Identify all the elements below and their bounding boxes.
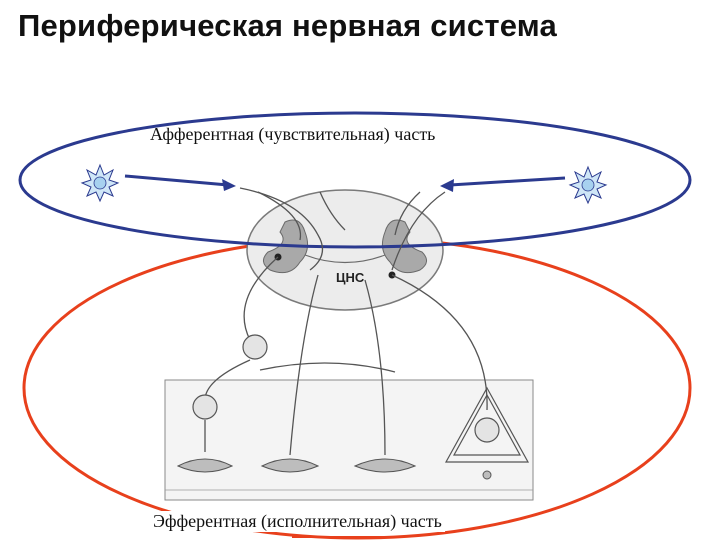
spinal-cord-section — [246, 189, 444, 311]
effector-panel — [164, 379, 534, 501]
afferent-arrows — [124, 174, 566, 192]
page-title: Периферическая нервная система — [18, 8, 557, 43]
cns-label: ЦНС — [336, 270, 365, 285]
receptor-left-icon — [80, 163, 120, 203]
afferent-ellipse — [18, 111, 692, 249]
nerve-fibers — [204, 187, 488, 456]
receptor-right-icon — [568, 165, 608, 205]
efferent-label: Эфферентная (исполнительная) часть — [150, 511, 445, 532]
afferent-label: Афферентная (чувствительная) часть — [150, 124, 436, 144]
ganglion-cells — [192, 334, 530, 463]
effectors — [176, 458, 492, 480]
